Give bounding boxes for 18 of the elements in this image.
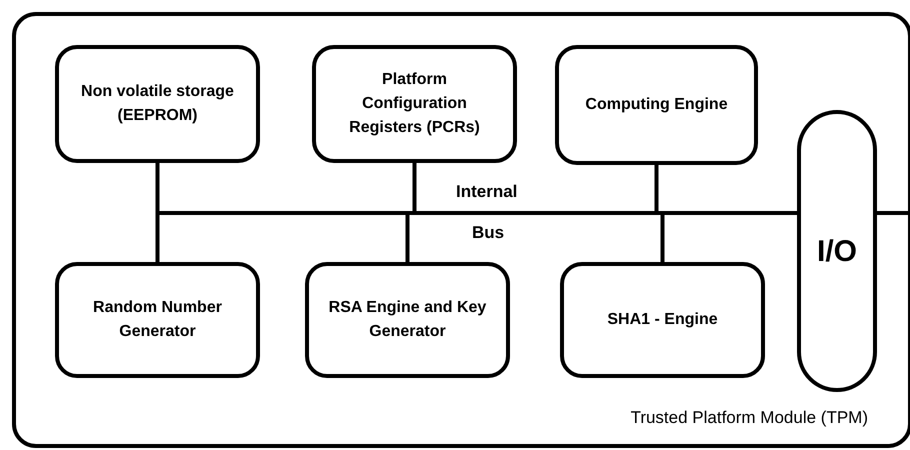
box-label: Computing Engine: [585, 95, 728, 115]
box-label: Random Number Generator: [92, 298, 223, 342]
box-label: SHA1 - Engine: [607, 310, 718, 330]
box-label: I/O: [816, 234, 857, 270]
component-box: [305, 262, 510, 378]
box-label: Platform Configuration Registers (PCRs): [348, 70, 481, 138]
bus-label: Bus: [472, 223, 504, 243]
module-label: Trusted Platform Module (TPM): [630, 406, 868, 428]
component-box: [560, 262, 765, 378]
component-box: [55, 45, 260, 163]
module-box: [12, 12, 910, 448]
component-box: [55, 262, 260, 378]
component-box: [555, 45, 758, 165]
box-label: Non volatile storage (EEPROM): [80, 82, 235, 126]
box-label: RSA Engine and Key Generator: [328, 298, 488, 342]
bus-line: [877, 211, 908, 215]
bus-label: Internal: [456, 182, 518, 202]
component-box: [312, 45, 517, 163]
